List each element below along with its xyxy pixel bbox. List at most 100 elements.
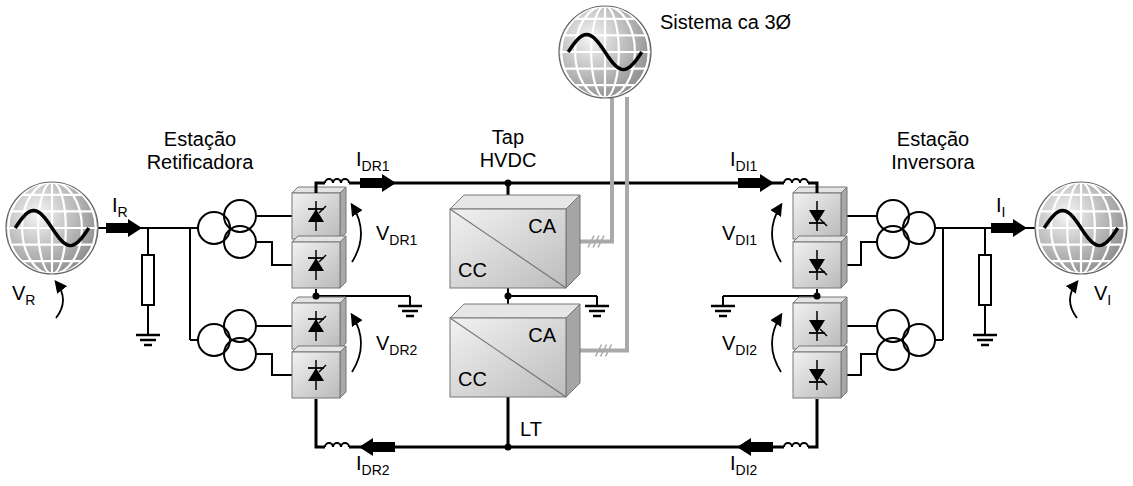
smoothing-reactor bbox=[784, 179, 808, 183]
voltage-arrow bbox=[56, 282, 63, 318]
quantity-label: IDR1 bbox=[356, 148, 390, 174]
converter-side-label: CA bbox=[528, 324, 556, 347]
current-arrow bbox=[359, 438, 395, 456]
wire bbox=[190, 227, 198, 229]
transformer-winding bbox=[224, 200, 256, 232]
quantity-label: IDI2 bbox=[730, 452, 757, 478]
smoothing-reactor bbox=[325, 179, 349, 183]
current-arrow bbox=[360, 174, 396, 192]
wire bbox=[349, 182, 784, 185]
quantity-label: VDI2 bbox=[722, 332, 757, 358]
wire bbox=[316, 183, 325, 193]
transformer-winding bbox=[224, 338, 256, 370]
junction-dot bbox=[814, 293, 821, 300]
quantity-label: II bbox=[996, 194, 1005, 220]
thyristor-valve bbox=[292, 346, 346, 398]
transformer-winding bbox=[877, 338, 909, 370]
ac-filter bbox=[979, 255, 991, 305]
converter-side-label: CA bbox=[528, 215, 556, 238]
ac-system-globe bbox=[6, 182, 98, 274]
junction-dot bbox=[505, 180, 512, 187]
three-phase-mark bbox=[598, 236, 604, 248]
three-phase-mark bbox=[606, 345, 612, 357]
thyristor-valve bbox=[793, 187, 847, 239]
wire bbox=[349, 446, 784, 449]
wire bbox=[256, 354, 292, 375]
globe-symbol bbox=[558, 5, 652, 99]
wire bbox=[190, 339, 198, 341]
junction-dot bbox=[505, 293, 512, 300]
wire bbox=[589, 310, 605, 313]
wire bbox=[935, 227, 943, 229]
thyristor-valve bbox=[793, 236, 847, 288]
thyristor-valve bbox=[292, 236, 346, 288]
ac-system-globe bbox=[1035, 182, 1127, 274]
wire bbox=[189, 228, 191, 340]
wire bbox=[808, 183, 817, 193]
converter-box: CA CC bbox=[450, 304, 580, 397]
wire bbox=[256, 242, 292, 265]
wire bbox=[977, 339, 993, 342]
current-arrow bbox=[738, 174, 774, 192]
current-arrow bbox=[106, 219, 142, 237]
smoothing-reactor bbox=[784, 443, 808, 447]
wire bbox=[316, 399, 325, 447]
wire bbox=[140, 339, 156, 342]
wire bbox=[984, 228, 986, 255]
quantity-label: LT bbox=[520, 418, 542, 441]
ac-filter bbox=[142, 255, 154, 305]
quantity-label: VDR2 bbox=[376, 332, 417, 358]
wire bbox=[984, 325, 986, 335]
transformer-winding bbox=[877, 226, 909, 258]
voltage-arrow bbox=[352, 205, 361, 262]
wire bbox=[942, 228, 944, 340]
wire bbox=[935, 339, 943, 341]
station-label: Estação Retificadora bbox=[147, 128, 254, 174]
wire bbox=[722, 296, 724, 306]
ac-feeder-line bbox=[580, 97, 612, 242]
system-label: Sistema ca 3Ø bbox=[660, 11, 791, 34]
wire bbox=[808, 399, 817, 447]
converter-side-label: CC bbox=[458, 368, 487, 391]
junction-dot bbox=[505, 444, 512, 451]
wire bbox=[144, 344, 152, 347]
wire bbox=[409, 296, 411, 306]
ac-system-node: Sistema ca 3Ø bbox=[558, 5, 652, 99]
wire bbox=[596, 296, 598, 306]
wire bbox=[147, 228, 149, 255]
thyristor-valve bbox=[292, 187, 346, 239]
wire bbox=[585, 305, 609, 308]
converter-side-label: CC bbox=[458, 259, 487, 282]
wire bbox=[508, 295, 597, 297]
thyristor-valve bbox=[793, 297, 847, 349]
voltage-arrow bbox=[352, 315, 361, 372]
voltage-arrow bbox=[772, 205, 781, 262]
quantity-label: IDR2 bbox=[356, 452, 390, 478]
wire bbox=[715, 310, 731, 313]
wire bbox=[136, 334, 160, 337]
wire bbox=[973, 334, 997, 337]
transformer-winding bbox=[224, 226, 256, 258]
quantity-label: IR bbox=[112, 194, 128, 220]
wire bbox=[398, 305, 422, 308]
converter-box: CA CC bbox=[450, 195, 580, 288]
current-arrow bbox=[991, 219, 1027, 237]
wire bbox=[981, 344, 989, 347]
junction-dot bbox=[313, 293, 320, 300]
wire bbox=[147, 325, 149, 335]
wire bbox=[256, 325, 292, 327]
wire bbox=[402, 310, 418, 313]
wire bbox=[719, 315, 727, 318]
thyristor-valve bbox=[793, 346, 847, 398]
wire bbox=[256, 215, 292, 217]
current-arrow bbox=[737, 438, 773, 456]
thyristor-valve bbox=[292, 297, 346, 349]
smoothing-reactor bbox=[325, 443, 349, 447]
wire bbox=[507, 397, 510, 447]
ac-feeder-line bbox=[580, 97, 627, 351]
wire bbox=[593, 315, 601, 318]
voltage-arrow bbox=[772, 315, 781, 372]
wire bbox=[711, 305, 735, 308]
quantity-label: IDI1 bbox=[730, 148, 757, 174]
